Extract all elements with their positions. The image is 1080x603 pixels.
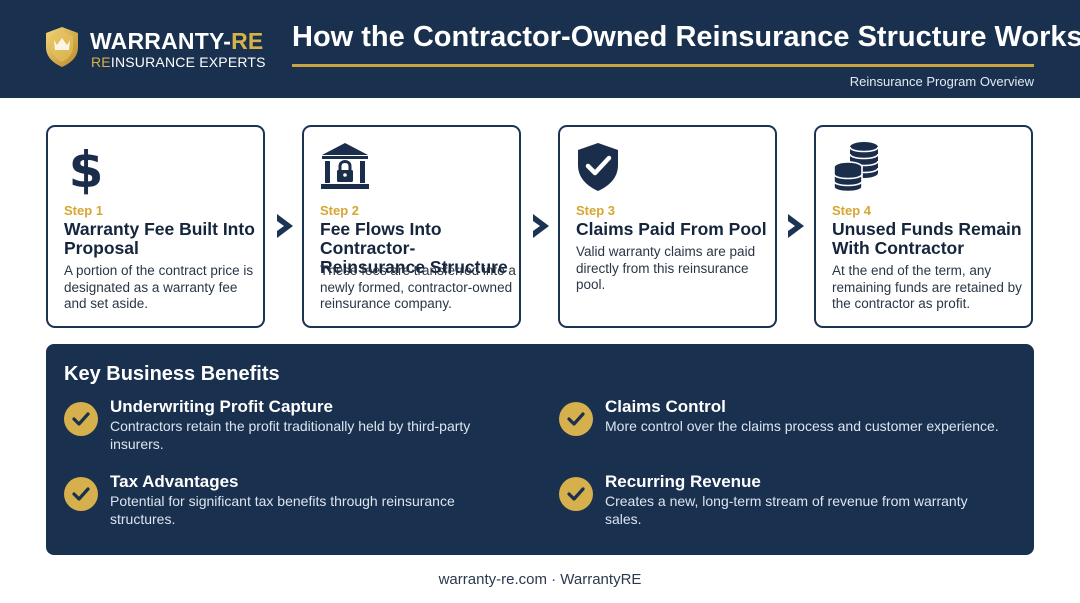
benefit-title: Underwriting Profit Capture bbox=[110, 397, 333, 416]
bank-lock-icon bbox=[321, 143, 369, 189]
title-underline bbox=[292, 64, 1034, 67]
header-bar: WARRANTY-RE REINSURANCE EXPERTS How the … bbox=[0, 0, 1080, 98]
step-card-2: Step 2 Fee Flows Into Contractor-Reinsur… bbox=[302, 125, 521, 328]
benefits-heading: Key Business Benefits bbox=[64, 363, 280, 385]
logo-tagline: REINSURANCE EXPERTS bbox=[91, 54, 266, 70]
svg-text:$: $ bbox=[69, 141, 104, 195]
benefit-description: Creates a new, long-term stream of reven… bbox=[605, 493, 968, 527]
benefit-description: Potential for significant tax benefits t… bbox=[110, 493, 455, 527]
dollar-icon: $ bbox=[69, 141, 104, 195]
page-title: How the Contractor-Owned Reinsurance Str… bbox=[292, 21, 1080, 53]
benefit-description: More control over the claims process and… bbox=[605, 418, 999, 434]
step-title: Claims Paid From Pool bbox=[576, 219, 767, 239]
step-label: Step 2 bbox=[320, 203, 360, 218]
step-description: Valid warranty claims are paid directly … bbox=[576, 244, 756, 292]
brand-logo[interactable]: WARRANTY-RE REINSURANCE EXPERTS bbox=[44, 26, 266, 72]
benefits-panel: Key Business Benefits Underwriting Profi… bbox=[46, 344, 1034, 555]
step-card-1: $ Step 1 Warranty Fee Built Into Proposa… bbox=[46, 125, 265, 328]
step-card-3: Step 3 Claims Paid From Pool Valid warra… bbox=[558, 125, 777, 328]
check-icon bbox=[64, 477, 98, 511]
footer-link[interactable]: warranty-re.com · WarrantyRE bbox=[438, 571, 642, 588]
benefit-description: Contractors retain the profit traditiona… bbox=[110, 418, 471, 452]
chevron-right-icon bbox=[277, 214, 293, 238]
logo-wordmark: WARRANTY-RE bbox=[90, 28, 264, 54]
coins-stack-icon bbox=[833, 142, 879, 193]
page-subtitle: Reinsurance Program Overview bbox=[849, 74, 1034, 89]
step-description: A portion of the contract price is desig… bbox=[64, 263, 254, 311]
benefit-title: Tax Advantages bbox=[110, 472, 239, 491]
step-card-4: Step 4 Unused Funds Remain With Contract… bbox=[814, 125, 1033, 328]
check-icon bbox=[64, 402, 98, 436]
check-icon bbox=[559, 402, 593, 436]
chevron-right-icon bbox=[788, 214, 804, 238]
check-icon bbox=[559, 477, 593, 511]
step-label: Step 3 bbox=[576, 203, 616, 218]
step-label: Step 4 bbox=[832, 203, 872, 218]
benefit-title: Claims Control bbox=[605, 397, 726, 416]
step-title: Fee Flows Into Contractor-Reinsurance St… bbox=[320, 219, 508, 277]
shield-check-icon bbox=[578, 143, 618, 191]
step-description: At the end of the term, any remaining fu… bbox=[832, 263, 1022, 311]
step-title: Unused Funds Remain With Contractor bbox=[832, 219, 1022, 258]
shield-logo-icon bbox=[46, 27, 78, 67]
step-title: Warranty Fee Built Into Proposal bbox=[64, 219, 255, 258]
step-label: Step 1 bbox=[64, 203, 104, 218]
step-description: These fees are transferred into a newly … bbox=[320, 263, 516, 311]
benefit-title: Recurring Revenue bbox=[605, 472, 761, 491]
chevron-right-icon bbox=[533, 214, 549, 238]
